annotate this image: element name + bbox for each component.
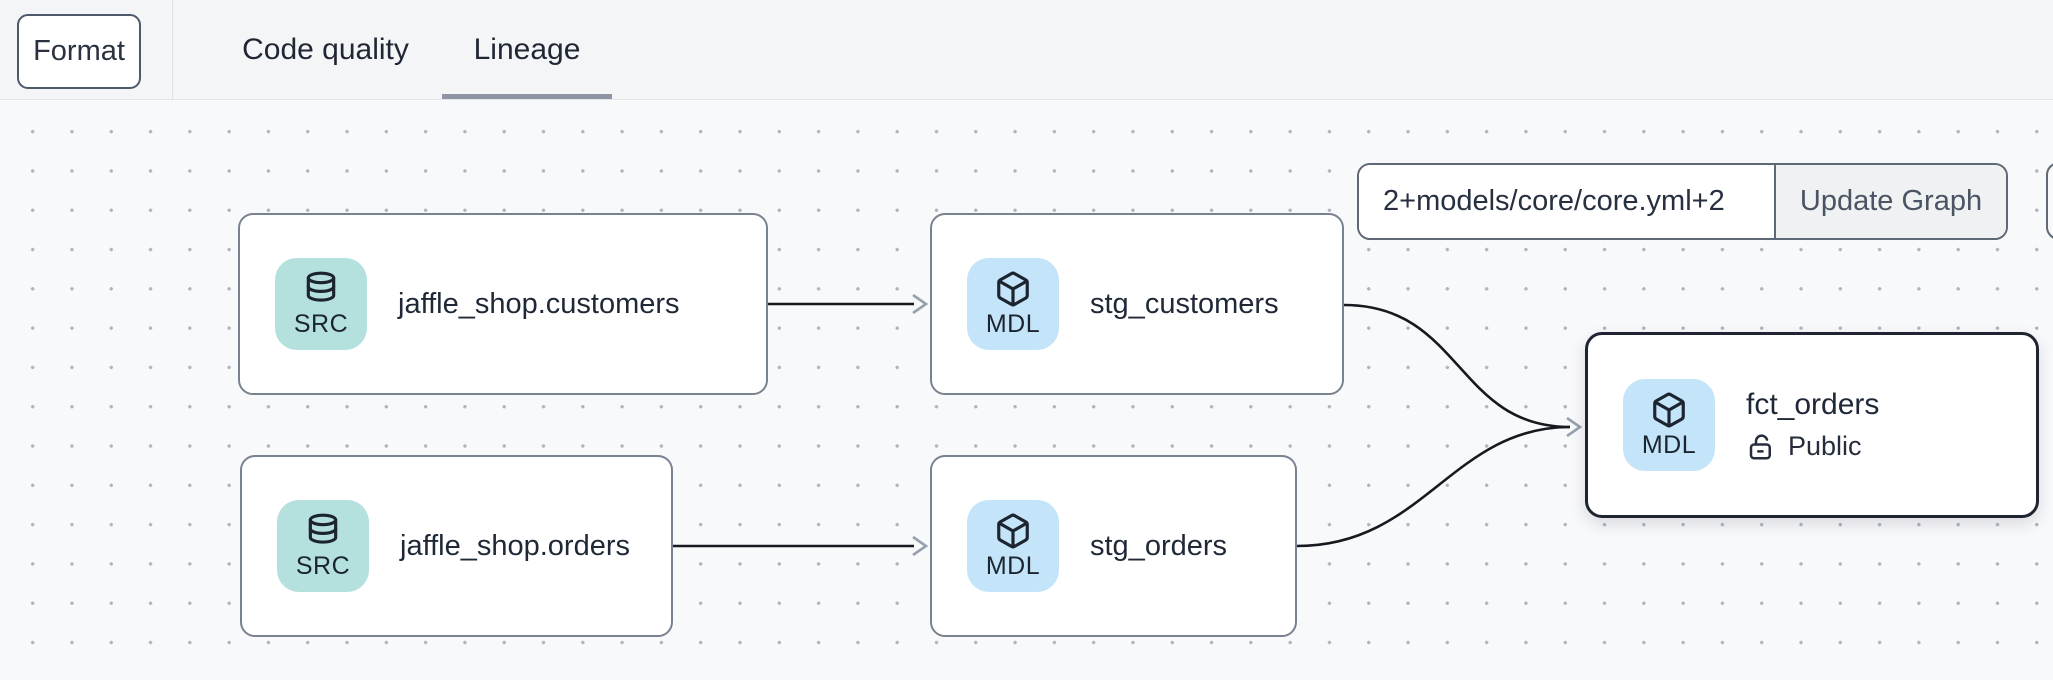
tab-code-quality[interactable]: Code quality — [233, 0, 418, 99]
node-access-label: Public — [1788, 431, 1862, 461]
clipped-edge-button[interactable] — [2046, 162, 2053, 240]
source-badge: SRC — [277, 500, 369, 592]
format-button[interactable]: Format — [17, 14, 141, 89]
cube-icon — [997, 513, 1029, 548]
cube-icon — [1653, 392, 1685, 427]
editor-toolbar: Format Code quality Lineage — [0, 0, 2053, 100]
source-badge: SRC — [275, 258, 367, 350]
badge-label: SRC — [293, 309, 349, 338]
badge-label: MDL — [985, 309, 1041, 338]
node-label: stg_orders — [1090, 529, 1228, 562]
badge-label: MDL — [1641, 430, 1697, 459]
tab-lineage[interactable]: Lineage — [442, 0, 612, 99]
selector-group: Update Graph — [1357, 163, 2008, 240]
unlock-icon — [1749, 433, 1771, 459]
arrowhead-icon — [912, 535, 929, 557]
database-icon — [306, 271, 336, 302]
node-source-jaffle_shop-customers[interactable]: SRC jaffle_shop.customers — [238, 213, 768, 395]
node-source-jaffle_shop-orders[interactable]: SRC jaffle_shop.orders — [240, 455, 673, 637]
edge-stgorders-to-fct — [1296, 425, 1571, 548]
badge-label: SRC — [295, 551, 351, 580]
active-tab-underline — [442, 94, 612, 99]
node-model-stg_orders[interactable]: MDL stg_orders — [930, 455, 1297, 637]
database-icon — [308, 513, 338, 544]
arrowhead-icon — [912, 293, 929, 315]
node-label: stg_customers — [1090, 287, 1279, 320]
toolbar-divider — [172, 0, 173, 99]
node-label: jaffle_shop.orders — [400, 529, 631, 562]
model-badge: MDL — [1623, 379, 1715, 471]
update-graph-button[interactable]: Update Graph — [1774, 165, 2006, 238]
cube-icon — [997, 271, 1029, 306]
node-label: jaffle_shop.customers — [398, 287, 680, 320]
tab-lineage-label: Lineage — [473, 32, 581, 66]
badge-label: MDL — [985, 551, 1041, 580]
lineage-selector-input[interactable] — [1359, 165, 1774, 238]
arrowhead-icon — [1566, 416, 1583, 438]
model-badge: MDL — [967, 258, 1059, 350]
node-access: Public — [1746, 431, 1879, 462]
node-label: fct_orders — [1746, 388, 1880, 421]
edge-stgcustomers-to-fct — [1343, 303, 1571, 429]
tab-code-quality-label: Code quality — [242, 32, 409, 66]
model-badge: MDL — [967, 500, 1059, 592]
lineage-canvas[interactable]: SRC jaffle_shop.customers MDL stg_custom… — [0, 100, 2053, 680]
node-model-stg_customers[interactable]: MDL stg_customers — [930, 213, 1344, 395]
node-model-fct_orders[interactable]: MDL fct_orders Public — [1585, 332, 2039, 518]
